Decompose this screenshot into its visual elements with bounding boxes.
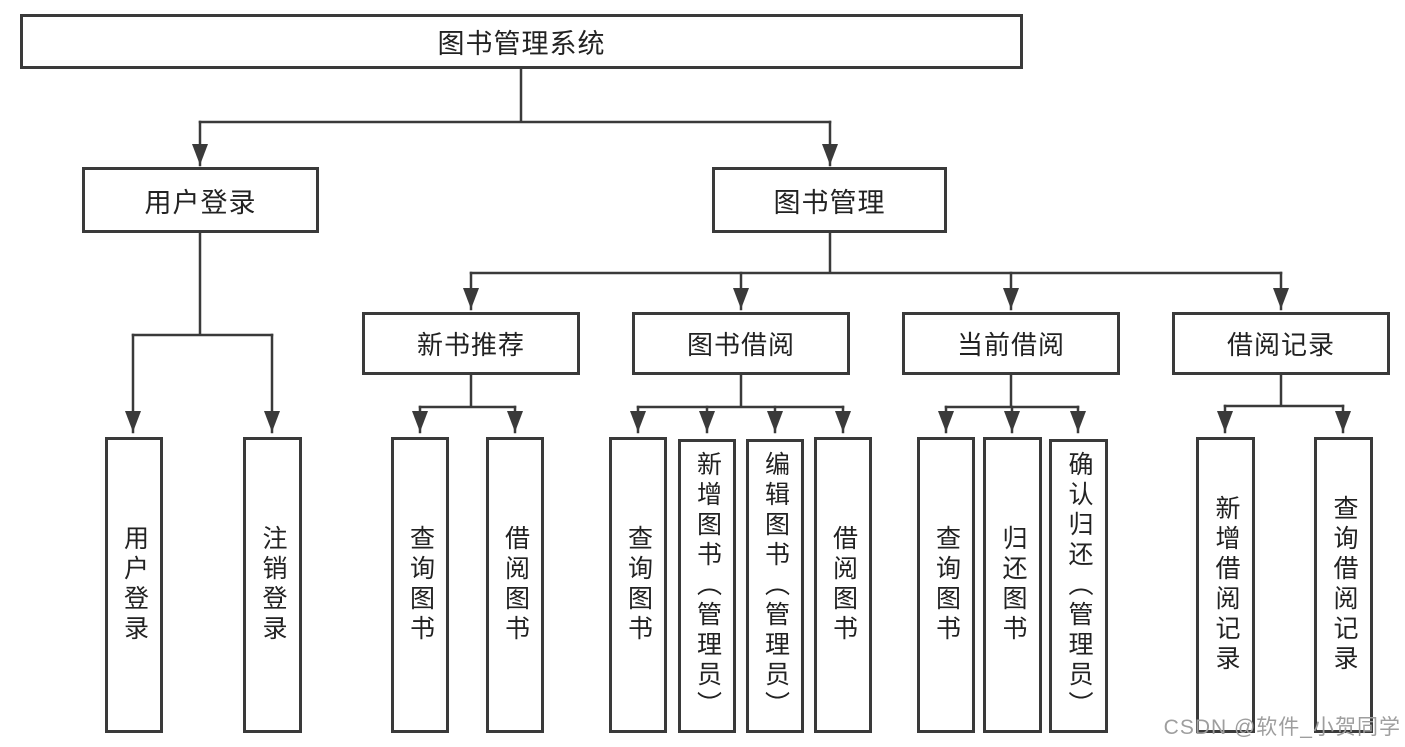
node-user-login: 用户登录 [82, 167, 319, 233]
node-library-management-system: 图书管理系统 [20, 14, 1023, 69]
leaf-query-books-2: 查询图书 [609, 437, 667, 733]
node-label: 新书推荐 [416, 330, 525, 360]
leaf-query-books-3: 查询图书 [917, 437, 975, 733]
node-label: 确认归还（管理员） [1065, 451, 1093, 721]
node-label: 查询借阅记录 [1330, 495, 1358, 675]
leaf-borrow-books-2: 借阅图书 [814, 437, 872, 733]
node-label: 查询图书 [932, 525, 961, 645]
node-label: 图书管理 [773, 187, 886, 218]
node-label: 用户登录 [144, 187, 257, 218]
leaf-query-borrow-record: 查询借阅记录 [1314, 437, 1373, 733]
leaf-add-borrow-record: 新增借阅记录 [1196, 437, 1255, 733]
leaf-logout: 注销登录 [243, 437, 302, 733]
leaf-edit-book-admin: 编辑图书（管理员） [746, 439, 804, 733]
node-label: 当前借阅 [956, 330, 1065, 360]
node-new-book-recommendation: 新书推荐 [362, 312, 580, 375]
node-label: 图书借阅 [686, 330, 795, 360]
node-label: 借阅图书 [829, 525, 858, 645]
node-label: 借阅记录 [1226, 330, 1335, 360]
node-current-borrowing: 当前借阅 [902, 312, 1120, 375]
node-label: 图书管理系统 [437, 29, 606, 59]
watermark: CSDN @软件_小贺同学 [1163, 716, 1401, 739]
node-label: 借阅图书 [501, 525, 530, 645]
node-borrowing-records: 借阅记录 [1172, 312, 1390, 375]
node-label: 查询图书 [406, 525, 435, 645]
tree-wires [131, 64, 1345, 409]
node-label: 用户登录 [120, 525, 149, 645]
node-book-management: 图书管理 [712, 167, 947, 233]
node-label: 新增图书（管理员） [693, 451, 722, 721]
node-label: 编辑图书（管理员） [761, 451, 790, 721]
leaf-return-books: 归还图书 [983, 437, 1042, 733]
node-label: 查询图书 [624, 525, 653, 645]
node-book-borrowing: 图书借阅 [632, 312, 850, 375]
leaf-user-login: 用户登录 [105, 437, 163, 733]
leaf-confirm-return-admin: 确认归还（管理员） [1049, 439, 1108, 733]
node-label: 注销登录 [259, 525, 287, 645]
leaf-borrow-books-1: 借阅图书 [486, 437, 544, 733]
leaf-query-books-1: 查询图书 [391, 437, 449, 733]
node-label: 新增借阅记录 [1212, 495, 1240, 675]
node-label: 归还图书 [999, 525, 1027, 645]
leaf-add-book-admin: 新增图书（管理员） [678, 439, 736, 733]
